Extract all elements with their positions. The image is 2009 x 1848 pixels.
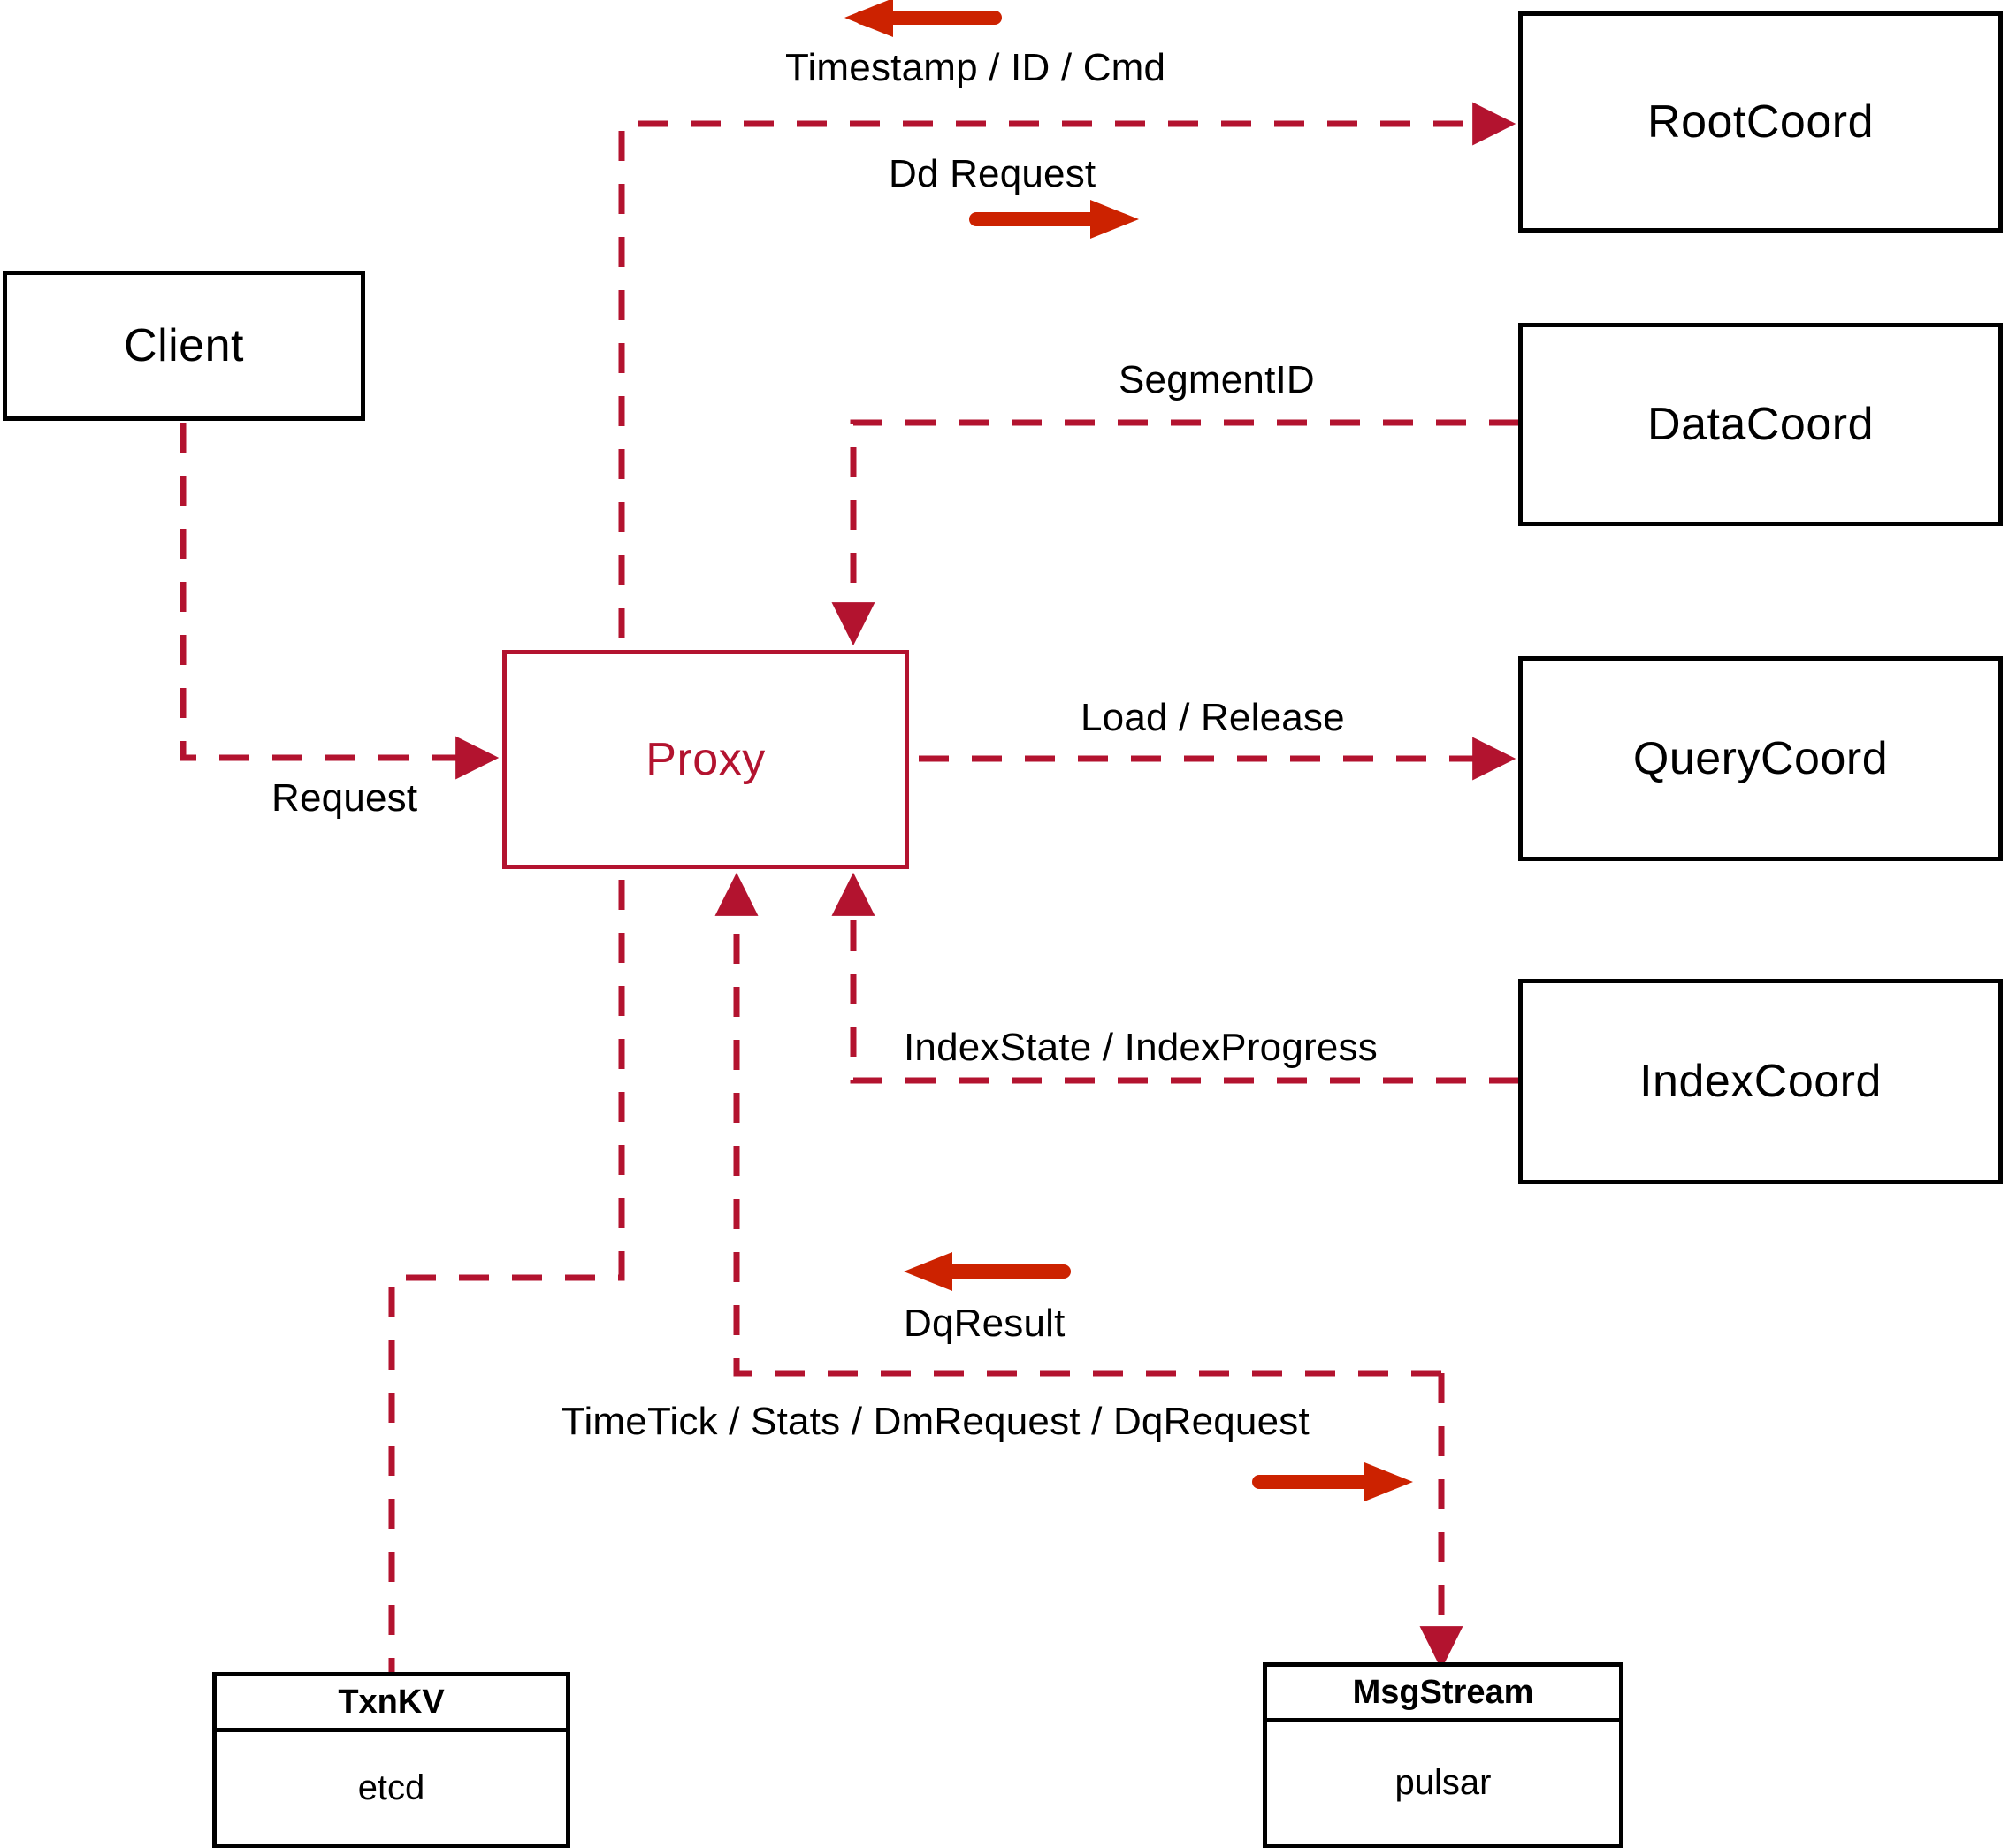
edge-label-timestamp-id-cmd: Timestamp / ID / Cmd	[785, 46, 1166, 89]
node-querycoord[interactable]: QueryCoord	[1518, 656, 2003, 861]
node-indexcoord[interactable]: IndexCoord	[1518, 979, 2003, 1184]
node-querycoord-label: QueryCoord	[1632, 733, 1889, 784]
edge-proxy-to-rootcoord	[618, 102, 1516, 638]
node-txnkv-body: etcd	[357, 1768, 425, 1807]
node-rootcoord[interactable]: RootCoord	[1518, 11, 2003, 233]
node-rootcoord-label: RootCoord	[1647, 96, 1874, 148]
edge-label-dq-result: DqResult	[904, 1302, 1066, 1345]
edge-label-segment-id: SegmentID	[1119, 358, 1315, 401]
edge-proxy-to-txnkv	[388, 880, 625, 1672]
arrow-left-timestamp	[844, 0, 1002, 37]
node-msgstream-title: MsgStream	[1267, 1667, 1619, 1722]
arrow-left-dqresult	[904, 1252, 1071, 1291]
edge-client-to-proxy	[180, 423, 500, 780]
edge-label-request: Request	[271, 776, 418, 820]
edge-label-index-state-progress: IndexState / IndexProgress	[904, 1026, 1378, 1069]
node-txnkv[interactable]: TxnKV etcd	[212, 1672, 570, 1848]
node-msgstream-body: pulsar	[1394, 1763, 1492, 1802]
arrow-right-dd-request	[969, 200, 1139, 239]
node-client[interactable]: Client	[3, 271, 365, 421]
node-indexcoord-label: IndexCoord	[1639, 1056, 1882, 1107]
node-client-label: Client	[124, 320, 244, 371]
edge-label-timetick-stats: TimeTick / Stats / DmRequest / DqRequest	[561, 1400, 1310, 1443]
edge-label-dd-request: Dd Request	[889, 152, 1096, 195]
arrow-right-timetick	[1252, 1462, 1413, 1501]
node-txnkv-title: TxnKV	[217, 1676, 566, 1732]
node-proxy[interactable]: Proxy	[502, 650, 909, 869]
node-proxy-label: Proxy	[645, 734, 766, 785]
node-datacoord[interactable]: DataCoord	[1518, 323, 2003, 526]
node-msgstream[interactable]: MsgStream pulsar	[1263, 1662, 1623, 1848]
edge-datacoord-to-proxy	[831, 419, 1519, 646]
edge-indexcoord-to-proxy	[831, 872, 1519, 1084]
node-datacoord-label: DataCoord	[1647, 399, 1874, 450]
edge-msgstream-to-proxy	[714, 872, 1441, 1377]
edge-label-load-release: Load / Release	[1081, 696, 1345, 739]
